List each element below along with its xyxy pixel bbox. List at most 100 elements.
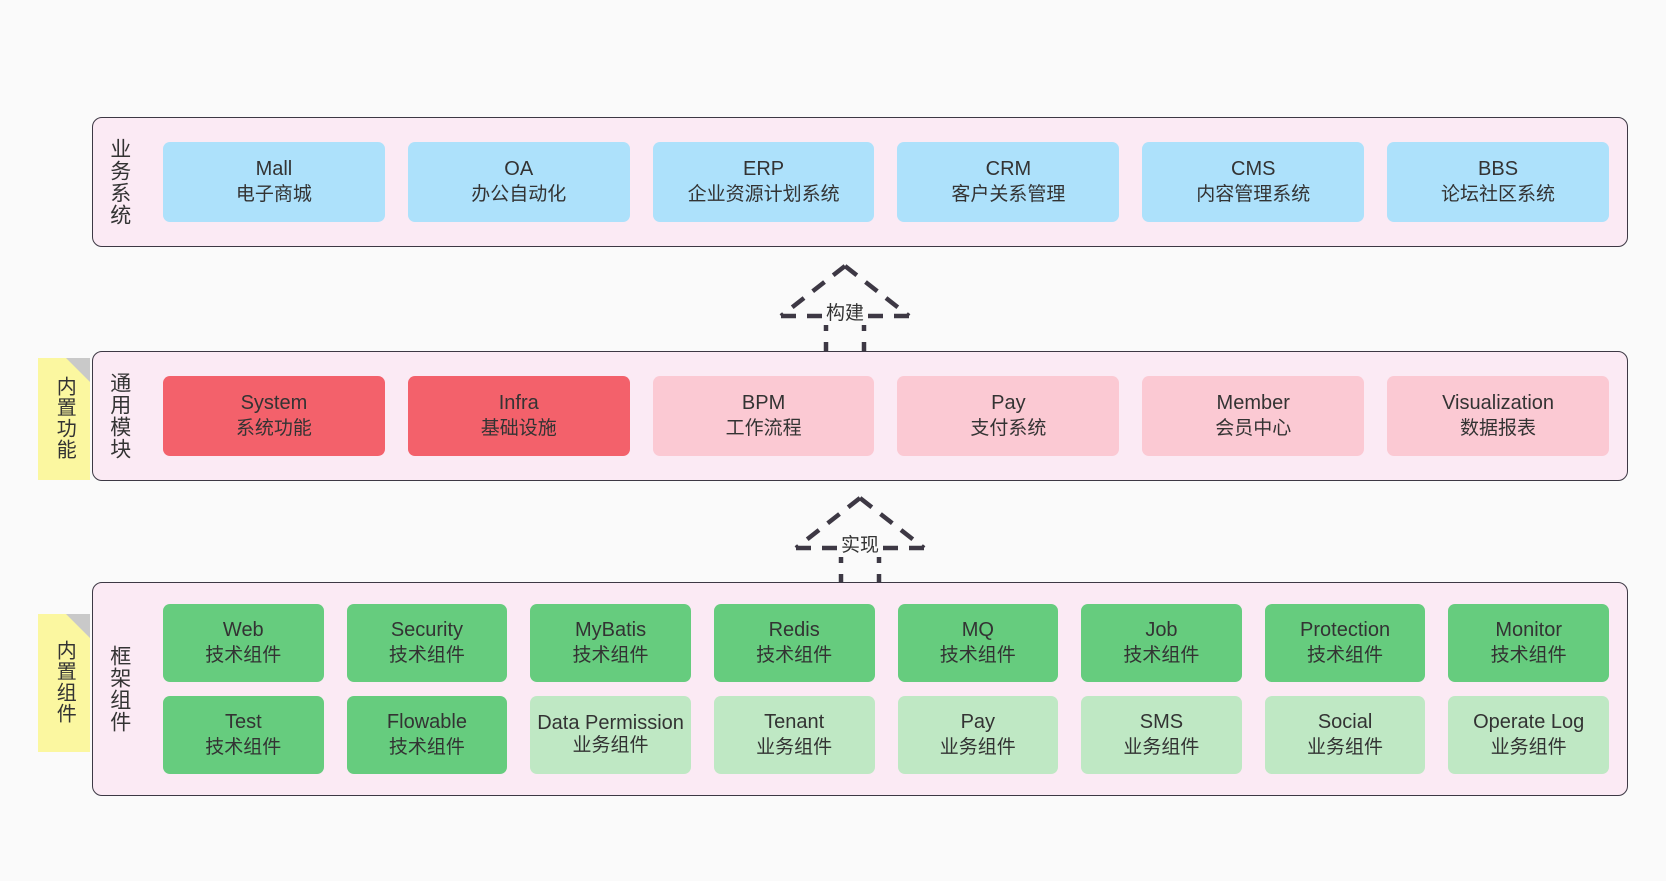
sticky-note-label: 内置功能 bbox=[53, 376, 76, 460]
card-system[interactable]: System 系统功能 bbox=[163, 376, 385, 456]
card-bbs[interactable]: BBS 论坛社区系统 bbox=[1387, 142, 1609, 222]
card-sms[interactable]: SMS 业务组件 bbox=[1081, 696, 1242, 774]
card-mq[interactable]: MQ 技术组件 bbox=[897, 604, 1059, 682]
sticky-note-builtin-components: 内置组件 bbox=[38, 614, 90, 752]
card-row: Mall 电子商城 OA 办公自动化 ERP 企业资源计划系统 CRM 客户关系… bbox=[163, 142, 1609, 222]
card-title: Security bbox=[390, 619, 464, 642]
card-title: ERP bbox=[743, 158, 785, 181]
card-subtitle: 技术组件 bbox=[205, 736, 282, 758]
layer-framework-components: 框架组件 Web 技术组件 Security 技术组件 MyBatis 技术组件… bbox=[92, 582, 1628, 796]
card-subtitle: 支付系统 bbox=[970, 417, 1047, 439]
card-oa[interactable]: OA 办公自动化 bbox=[407, 142, 630, 222]
card-subtitle: 业务组件 bbox=[1307, 736, 1384, 758]
card-subtitle: 技术组件 bbox=[572, 644, 649, 666]
card-test[interactable]: Test 技术组件 bbox=[163, 696, 324, 774]
card-subtitle: 会员中心 bbox=[1215, 417, 1292, 439]
arrowhead-left-edge bbox=[794, 496, 862, 550]
card-title: Job bbox=[1145, 619, 1178, 642]
card-title: BBS bbox=[1478, 158, 1519, 181]
card-title: MQ bbox=[961, 619, 994, 642]
card-subtitle: 客户关系管理 bbox=[951, 183, 1066, 205]
card-subtitle: 业务组件 bbox=[756, 736, 833, 758]
card-data-permission[interactable]: Data Permission 业务组件 bbox=[530, 696, 691, 774]
card-subtitle: 企业资源计划系统 bbox=[687, 183, 840, 205]
card-subtitle: 技术组件 bbox=[205, 644, 282, 666]
layer-body-common-modules: System 系统功能 Infra 基础设施 BPM 工作流程 Pay 支付系统… bbox=[145, 352, 1627, 480]
card-protection[interactable]: Protection 技术组件 bbox=[1264, 604, 1426, 682]
card-crm[interactable]: CRM 客户关系管理 bbox=[897, 142, 1120, 222]
card-subtitle: 技术组件 bbox=[1307, 644, 1384, 666]
arrowhead-right-edge bbox=[858, 496, 926, 550]
card-bpm[interactable]: BPM 工作流程 bbox=[652, 376, 875, 456]
card-security[interactable]: Security 技术组件 bbox=[346, 604, 508, 682]
card-title: Protection bbox=[1300, 619, 1391, 642]
card-cms[interactable]: CMS 内容管理系统 bbox=[1142, 142, 1365, 222]
card-title: Redis bbox=[768, 619, 820, 642]
card-redis[interactable]: Redis 技术组件 bbox=[713, 604, 875, 682]
card-subtitle: 业务组件 bbox=[1490, 736, 1567, 758]
card-title: Flowable bbox=[386, 711, 467, 734]
card-title: MyBatis bbox=[575, 619, 647, 642]
card-title: Web bbox=[222, 619, 264, 642]
card-mall[interactable]: Mall 电子商城 bbox=[163, 142, 385, 222]
card-operate-log[interactable]: Operate Log 业务组件 bbox=[1448, 696, 1609, 774]
connector-build: 构建 bbox=[770, 258, 920, 358]
card-job[interactable]: Job 技术组件 bbox=[1081, 604, 1242, 682]
connector-implement: 实现 bbox=[785, 490, 935, 590]
card-subtitle: 技术组件 bbox=[1123, 644, 1200, 666]
card-title: System bbox=[240, 392, 308, 415]
sticky-note-label: 内置组件 bbox=[53, 640, 76, 724]
card-title: Monitor bbox=[1495, 619, 1563, 642]
card-subtitle: 基础设施 bbox=[480, 417, 557, 439]
card-tenant[interactable]: Tenant 业务组件 bbox=[713, 696, 875, 774]
card-subtitle: 技术组件 bbox=[939, 644, 1016, 666]
layer-body-business-system: Mall 电子商城 OA 办公自动化 ERP 企业资源计划系统 CRM 客户关系… bbox=[145, 118, 1627, 246]
card-title: Data Permission bbox=[537, 711, 684, 734]
card-title: OA bbox=[504, 158, 534, 181]
card-subtitle: 技术组件 bbox=[1490, 644, 1567, 666]
card-infra[interactable]: Infra 基础设施 bbox=[407, 376, 630, 456]
card-row: Web 技术组件 Security 技术组件 MyBatis 技术组件 Redi… bbox=[163, 604, 1609, 682]
card-pay-component[interactable]: Pay 业务组件 bbox=[897, 696, 1059, 774]
card-subtitle: 内容管理系统 bbox=[1196, 183, 1311, 205]
card-title: SMS bbox=[1139, 711, 1184, 734]
arrowhead-left-edge bbox=[779, 264, 847, 318]
card-subtitle: 工作流程 bbox=[725, 417, 802, 439]
card-visualization[interactable]: Visualization 数据报表 bbox=[1387, 376, 1609, 456]
card-subtitle: 业务组件 bbox=[1123, 736, 1200, 758]
card-erp[interactable]: ERP 企业资源计划系统 bbox=[652, 142, 875, 222]
card-title: Social bbox=[1317, 711, 1373, 734]
card-title: CRM bbox=[985, 158, 1032, 181]
card-mybatis[interactable]: MyBatis 技术组件 bbox=[530, 604, 691, 682]
card-subtitle: 业务组件 bbox=[939, 736, 1016, 758]
card-title: Tenant bbox=[764, 711, 825, 734]
card-social[interactable]: Social 业务组件 bbox=[1264, 696, 1426, 774]
card-subtitle: 办公自动化 bbox=[471, 183, 567, 205]
card-title: Pay bbox=[960, 711, 996, 734]
card-subtitle: 业务组件 bbox=[572, 734, 649, 756]
card-title: Visualization bbox=[1442, 392, 1555, 415]
card-title: Pay bbox=[991, 392, 1026, 415]
card-subtitle: 电子商城 bbox=[235, 183, 312, 205]
card-subtitle: 系统功能 bbox=[235, 417, 312, 439]
card-subtitle: 数据报表 bbox=[1460, 417, 1537, 439]
card-title: BPM bbox=[741, 392, 786, 415]
layer-business-system: 业务系统 Mall 电子商城 OA 办公自动化 ERP 企业资源计划系统 CRM… bbox=[92, 117, 1628, 247]
card-monitor[interactable]: Monitor 技术组件 bbox=[1448, 604, 1609, 682]
card-title: Member bbox=[1216, 392, 1290, 415]
card-member[interactable]: Member 会员中心 bbox=[1142, 376, 1365, 456]
card-web[interactable]: Web 技术组件 bbox=[163, 604, 324, 682]
card-title: Test bbox=[224, 711, 262, 734]
card-flowable[interactable]: Flowable 技术组件 bbox=[346, 696, 508, 774]
layer-title-business-system: 业务系统 bbox=[107, 138, 131, 226]
card-subtitle: 论坛社区系统 bbox=[1441, 183, 1556, 205]
sticky-note-builtin-features: 内置功能 bbox=[38, 358, 90, 480]
card-subtitle: 技术组件 bbox=[756, 644, 833, 666]
layer-title-common-modules: 通用模块 bbox=[107, 372, 131, 460]
card-pay-module[interactable]: Pay 支付系统 bbox=[897, 376, 1120, 456]
card-title: CMS bbox=[1231, 158, 1276, 181]
arrowhead-right-edge bbox=[843, 264, 911, 318]
connector-label-implement: 实现 bbox=[837, 530, 883, 557]
layer-body-framework-components: Web 技术组件 Security 技术组件 MyBatis 技术组件 Redi… bbox=[145, 583, 1627, 795]
layer-common-modules: 通用模块 System 系统功能 Infra 基础设施 BPM 工作流程 Pay… bbox=[92, 351, 1628, 481]
